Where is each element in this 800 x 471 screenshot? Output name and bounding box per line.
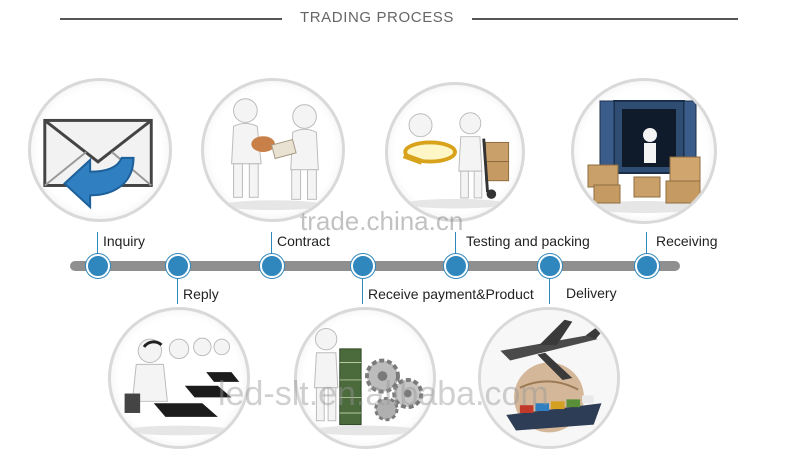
money-gears-icon	[294, 307, 436, 449]
title-rule-left	[60, 18, 282, 20]
label-delivery: Delivery	[566, 285, 617, 301]
envelope-reply-icon	[28, 78, 172, 222]
connector-contract	[271, 232, 272, 262]
label-reply: Reply	[183, 286, 219, 302]
label-receive-payment: Receive payment&Product	[368, 286, 534, 302]
container-boxes-icon	[571, 78, 717, 224]
connector-payment	[362, 270, 363, 304]
timeline-track	[70, 261, 680, 271]
connector-receiving	[646, 232, 647, 262]
label-receiving: Receiving	[656, 233, 718, 249]
connector-testing	[455, 232, 456, 262]
label-contract: Contract	[277, 233, 330, 249]
node-reply	[166, 254, 190, 278]
connector-reply	[177, 270, 178, 304]
connector-delivery	[549, 270, 550, 304]
node-inquiry	[86, 254, 110, 278]
diagram-title: TRADING PROCESS	[299, 9, 455, 26]
node-contract	[260, 254, 284, 278]
node-receiving	[635, 254, 659, 278]
connector-inquiry	[97, 232, 98, 262]
airplane-ship-icon	[478, 307, 620, 449]
magnifier-packing-icon	[385, 82, 525, 222]
handshake-contract-icon	[201, 78, 345, 222]
label-inquiry: Inquiry	[103, 233, 146, 249]
watermark-alibaba: led-slt.en.alibaba.com	[218, 375, 549, 413]
watermark-trade-china: trade.china.cn	[300, 206, 464, 236]
label-testing-packing: Testing and packing	[466, 233, 590, 249]
node-payment	[351, 254, 375, 278]
node-testing	[444, 254, 468, 278]
node-delivery	[538, 254, 562, 278]
title-rule-right	[472, 18, 738, 20]
call-center-icon	[108, 307, 250, 449]
